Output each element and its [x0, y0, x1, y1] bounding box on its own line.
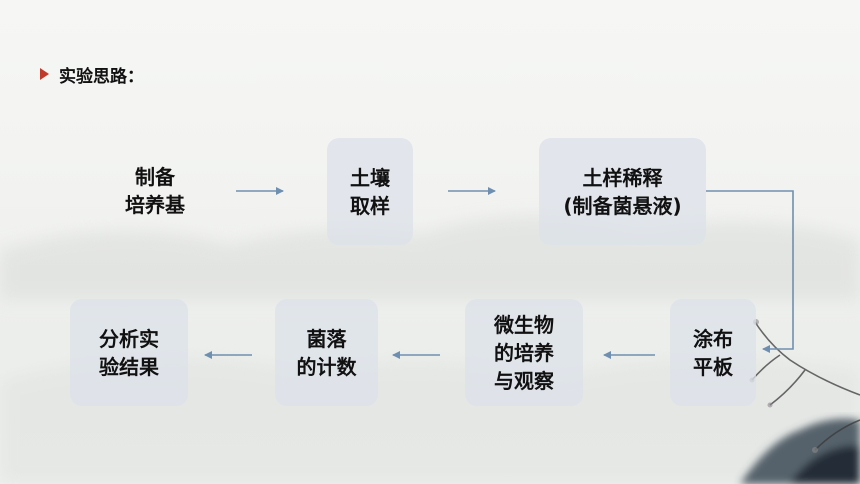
lower-right-rock: [740, 418, 860, 484]
step-line: 验结果: [99, 354, 159, 379]
heading-marker-icon: [40, 68, 49, 80]
step-line: 制备: [135, 165, 175, 189]
step-line: 与观察: [494, 368, 554, 393]
step-line: 的计数: [296, 354, 357, 379]
section-heading: 实验思路：: [40, 61, 144, 87]
step-line: 菌落: [306, 326, 347, 351]
step-line: 培养基: [125, 193, 185, 217]
step-soil-dilution: 土样稀释 (制备菌悬液): [539, 138, 706, 245]
step-plate-spreading: 涂布 平板: [670, 299, 756, 406]
step-line: 取样: [350, 193, 390, 218]
step-line: 微生物: [494, 312, 554, 337]
step-analyze-results: 分析实 验结果: [70, 299, 188, 406]
step-line: (制备菌悬液): [563, 193, 682, 218]
step-soil-sampling: 土壤 取样: [327, 138, 413, 245]
step-line: 平板: [693, 354, 733, 379]
step-colony-count: 菌落 的计数: [275, 299, 378, 406]
heading-text: 实验思路：: [59, 66, 144, 87]
step-line: 分析实: [99, 326, 159, 351]
step-line: 的培养: [494, 340, 554, 365]
step-line: 涂布: [693, 326, 733, 351]
step-line: 土样稀释: [582, 165, 663, 190]
step-line: 土壤: [350, 165, 390, 190]
step-prepare-medium: 制备 培养基: [100, 158, 210, 224]
step-culture-observe: 微生物 的培养 与观察: [465, 299, 583, 406]
